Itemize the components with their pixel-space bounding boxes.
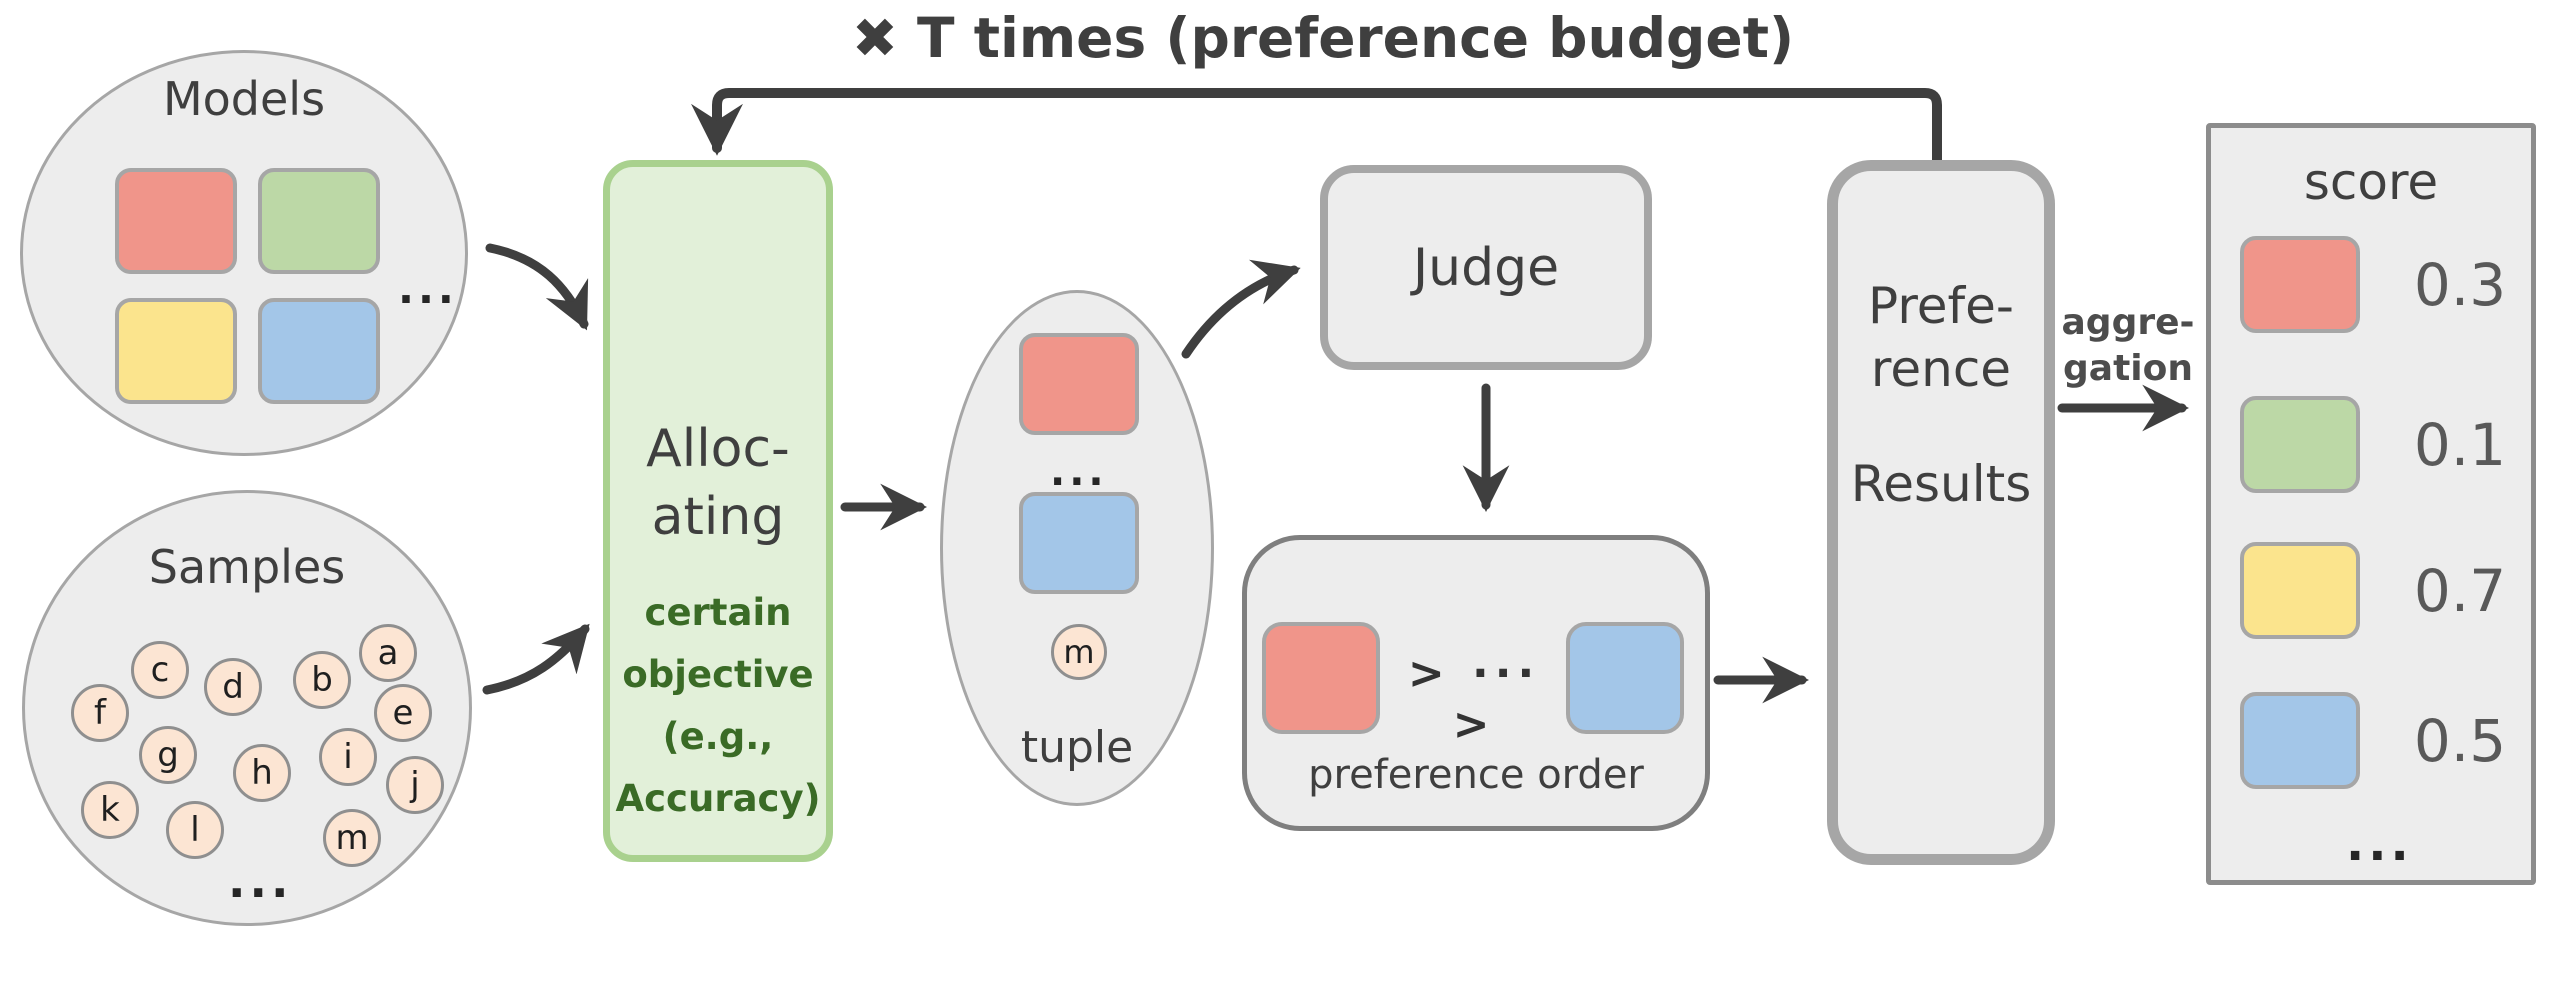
models-group xyxy=(20,50,468,456)
sample-b: b xyxy=(293,651,351,709)
models-to-allocating-arrow xyxy=(485,243,589,331)
loop-budget-label: ✖ T times (preference budget) xyxy=(851,6,1795,70)
objective-line-4: Accuracy) xyxy=(615,777,821,820)
preference-results-label: Prefe- rence Results xyxy=(1827,275,2055,516)
score-green-swatch xyxy=(2240,396,2360,493)
preference-results-line2: rence xyxy=(1870,340,2012,398)
tuple-to-judge-arrow xyxy=(1181,259,1301,359)
allocating-label-line1: Alloc- xyxy=(646,419,790,479)
allocating-box xyxy=(603,160,833,862)
preference-order-separator: > ··· > xyxy=(1407,648,1541,750)
model-yellow-swatch xyxy=(115,298,237,404)
model-blue-swatch xyxy=(258,298,380,404)
sample-i: i xyxy=(319,728,377,786)
models-ellipsis: ... xyxy=(398,264,458,313)
allocating-label: Alloc- ating xyxy=(603,415,833,551)
sample-k: k xyxy=(81,781,139,839)
samples-ellipsis: ... xyxy=(228,854,293,908)
score-yellow-swatch xyxy=(2240,542,2360,639)
samples-label: Samples xyxy=(148,540,346,594)
tuple-label: tuple xyxy=(1020,722,1134,773)
sample-g: g xyxy=(139,726,197,784)
score-blue-swatch xyxy=(2240,692,2360,789)
judge-label: Judge xyxy=(1412,237,1560,298)
judge-box: Judge xyxy=(1320,165,1652,370)
score-blue-value: 0.5 xyxy=(2413,707,2507,775)
preference-results-line3: Results xyxy=(1850,455,2032,513)
objective-line-2: objective xyxy=(622,653,814,696)
preference-order-label: preference order xyxy=(1308,752,1644,798)
aggregation-line1: aggre- xyxy=(2061,302,2195,343)
tuple-blue-swatch xyxy=(1019,492,1139,594)
aggregation-label: aggre- gation xyxy=(2048,300,2208,392)
aggregation-line2: gation xyxy=(2063,348,2193,389)
sample-c: c xyxy=(131,641,189,699)
model-red-swatch xyxy=(115,168,237,274)
allocating-objective: certain objective (e.g., Accuracy) xyxy=(603,582,833,830)
sample-d: d xyxy=(204,658,262,716)
score-red-swatch xyxy=(2240,236,2360,333)
score-ellipsis: ... xyxy=(2346,816,2413,872)
tuple-red-swatch xyxy=(1019,333,1139,435)
sample-e: e xyxy=(374,684,432,742)
objective-line-1: certain xyxy=(644,591,792,634)
tuple-ellipsis: ... xyxy=(1050,449,1108,495)
sample-l: l xyxy=(166,801,224,859)
models-label: Models xyxy=(162,72,326,126)
sample-m: m xyxy=(323,809,381,867)
preference-results-box xyxy=(1827,160,2055,865)
loop-arrow xyxy=(691,88,1942,172)
allocating-label-line2: ating xyxy=(651,487,785,547)
preference-order-red-swatch xyxy=(1262,622,1380,734)
score-yellow-value: 0.7 xyxy=(2413,557,2507,625)
objective-line-3: (e.g., xyxy=(662,715,774,758)
score-title: score xyxy=(2303,153,2439,211)
sample-f: f xyxy=(71,684,129,742)
model-green-swatch xyxy=(258,168,380,274)
preference-results-line1: Prefe- xyxy=(1868,277,2014,335)
tuple-sample-m: m xyxy=(1051,624,1107,680)
samples-to-allocating-arrow xyxy=(482,623,590,695)
score-red-value: 0.3 xyxy=(2413,251,2507,319)
sample-h: h xyxy=(233,744,291,802)
sample-a: a xyxy=(359,624,417,682)
score-green-value: 0.1 xyxy=(2413,411,2507,479)
sample-j: j xyxy=(386,756,444,814)
preference-order-blue-swatch xyxy=(1566,622,1684,734)
